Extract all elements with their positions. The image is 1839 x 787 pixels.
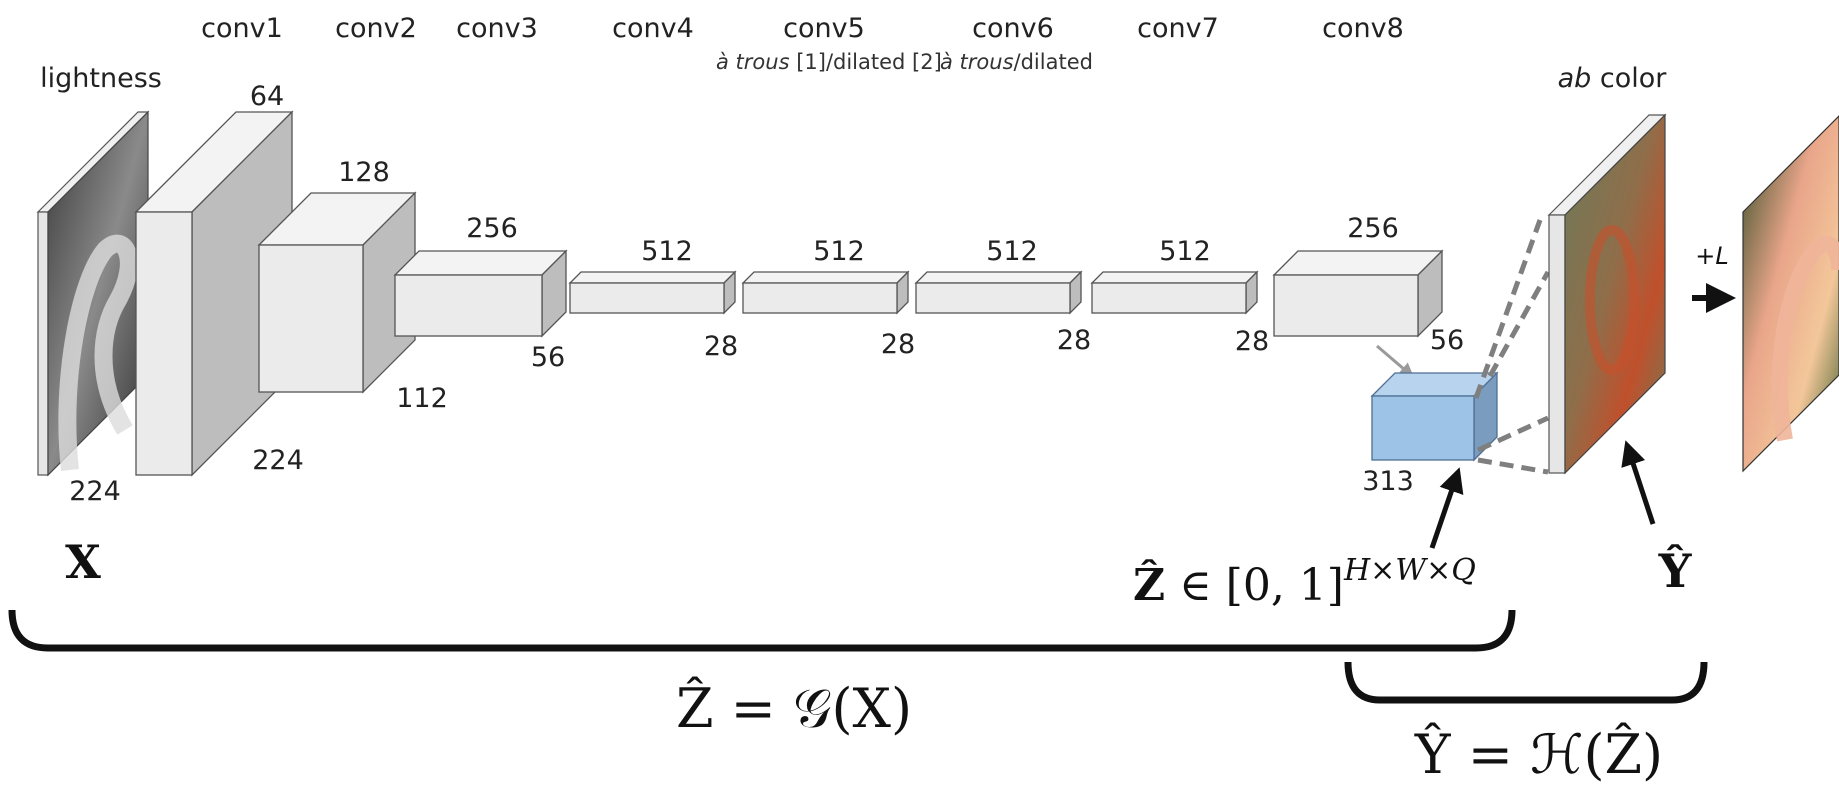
decoder-equation: Ŷ = ℋ(Ẑ) — [1414, 721, 1663, 786]
layer-label-conv2: conv2 — [335, 13, 417, 44]
output-label-rest: color — [1591, 63, 1667, 94]
layer-label-conv4: conv4 — [612, 13, 694, 44]
conv2-block — [257, 191, 417, 394]
z-hat-exponent: H×W×Q — [1343, 553, 1476, 588]
input-size: 224 — [69, 476, 121, 507]
conv3-depth: 256 — [466, 213, 518, 244]
color-distribution-block — [1370, 371, 1499, 462]
conv5-dilation-note: à trous [1]/dilated [2] — [716, 50, 942, 74]
input-grayscale-image — [36, 110, 150, 477]
conv5-depth: 512 — [813, 236, 865, 267]
y-hat-pointer-arrow — [1621, 440, 1656, 525]
conv5-block — [741, 270, 910, 315]
conv5-size: 28 — [881, 329, 915, 360]
encoder-equation: Ẑ = 𝒢(X) — [676, 676, 912, 740]
conv7-size: 28 — [1235, 326, 1269, 357]
z-hat-pointer-arrow — [1429, 467, 1464, 549]
conv4-block — [568, 270, 737, 315]
conv4-depth: 512 — [641, 236, 693, 267]
z-hat-domain: ∈ [0, 1] — [1165, 560, 1344, 611]
conv6-size: 28 — [1057, 325, 1091, 356]
conv8-depth: 256 — [1347, 213, 1399, 244]
layer-label-conv6: conv6 — [972, 13, 1054, 44]
layer-label-conv3: conv3 — [456, 13, 538, 44]
conv8-size: 56 — [1430, 325, 1464, 356]
conv1-depth: 64 — [250, 81, 284, 112]
output-label: ab color — [1558, 63, 1668, 94]
z-hat-symbol: Ẑ — [1133, 558, 1165, 611]
colorized-result-image — [1742, 115, 1839, 473]
conv7-depth: 512 — [1159, 236, 1211, 267]
conv1-size: 224 — [252, 445, 304, 476]
layer-label-conv5: conv5 — [783, 13, 865, 44]
conv2-size: 112 — [396, 383, 448, 414]
conv8-to-distribution-arrow — [1376, 344, 1415, 378]
input-symbol-x: X — [65, 535, 101, 589]
layer-label-conv8: conv8 — [1322, 13, 1404, 44]
conv7-block — [1090, 270, 1259, 315]
layer-label-conv7: conv7 — [1137, 13, 1219, 44]
conv6-depth: 512 — [986, 236, 1038, 267]
conv6-block — [914, 270, 1083, 315]
conv4-size: 28 — [704, 331, 738, 362]
output-symbol-y-hat: Ŷ — [1658, 543, 1693, 598]
conv6-note-rest: /dilated — [1014, 50, 1093, 74]
conv5-note-rest: [1]/dilated [2] — [790, 50, 942, 74]
conv8-block — [1272, 249, 1444, 338]
encoder-brace — [8, 609, 1516, 652]
plus-l-label: +L — [1695, 242, 1728, 270]
decoder-brace — [1344, 661, 1708, 704]
conv3-block — [393, 249, 568, 338]
output-label-italic: ab — [1558, 63, 1592, 94]
conv6-note-italic: à trous — [940, 50, 1014, 74]
z-hat-domain-equation: Ẑ ∈ [0, 1]H×W×Q — [1133, 553, 1476, 611]
conv3-size: 56 — [531, 342, 565, 373]
conv2-depth: 128 — [338, 157, 390, 188]
distribution-depth: 313 — [1362, 466, 1414, 497]
input-label: lightness — [40, 63, 162, 94]
conv6-dilation-note: à trous/dilated — [940, 50, 1093, 74]
decode-dashed-lines — [1473, 219, 1551, 475]
conv5-note-italic: à trous — [716, 50, 790, 74]
layer-label-conv1: conv1 — [201, 13, 283, 44]
output-ab-image — [1547, 113, 1667, 475]
